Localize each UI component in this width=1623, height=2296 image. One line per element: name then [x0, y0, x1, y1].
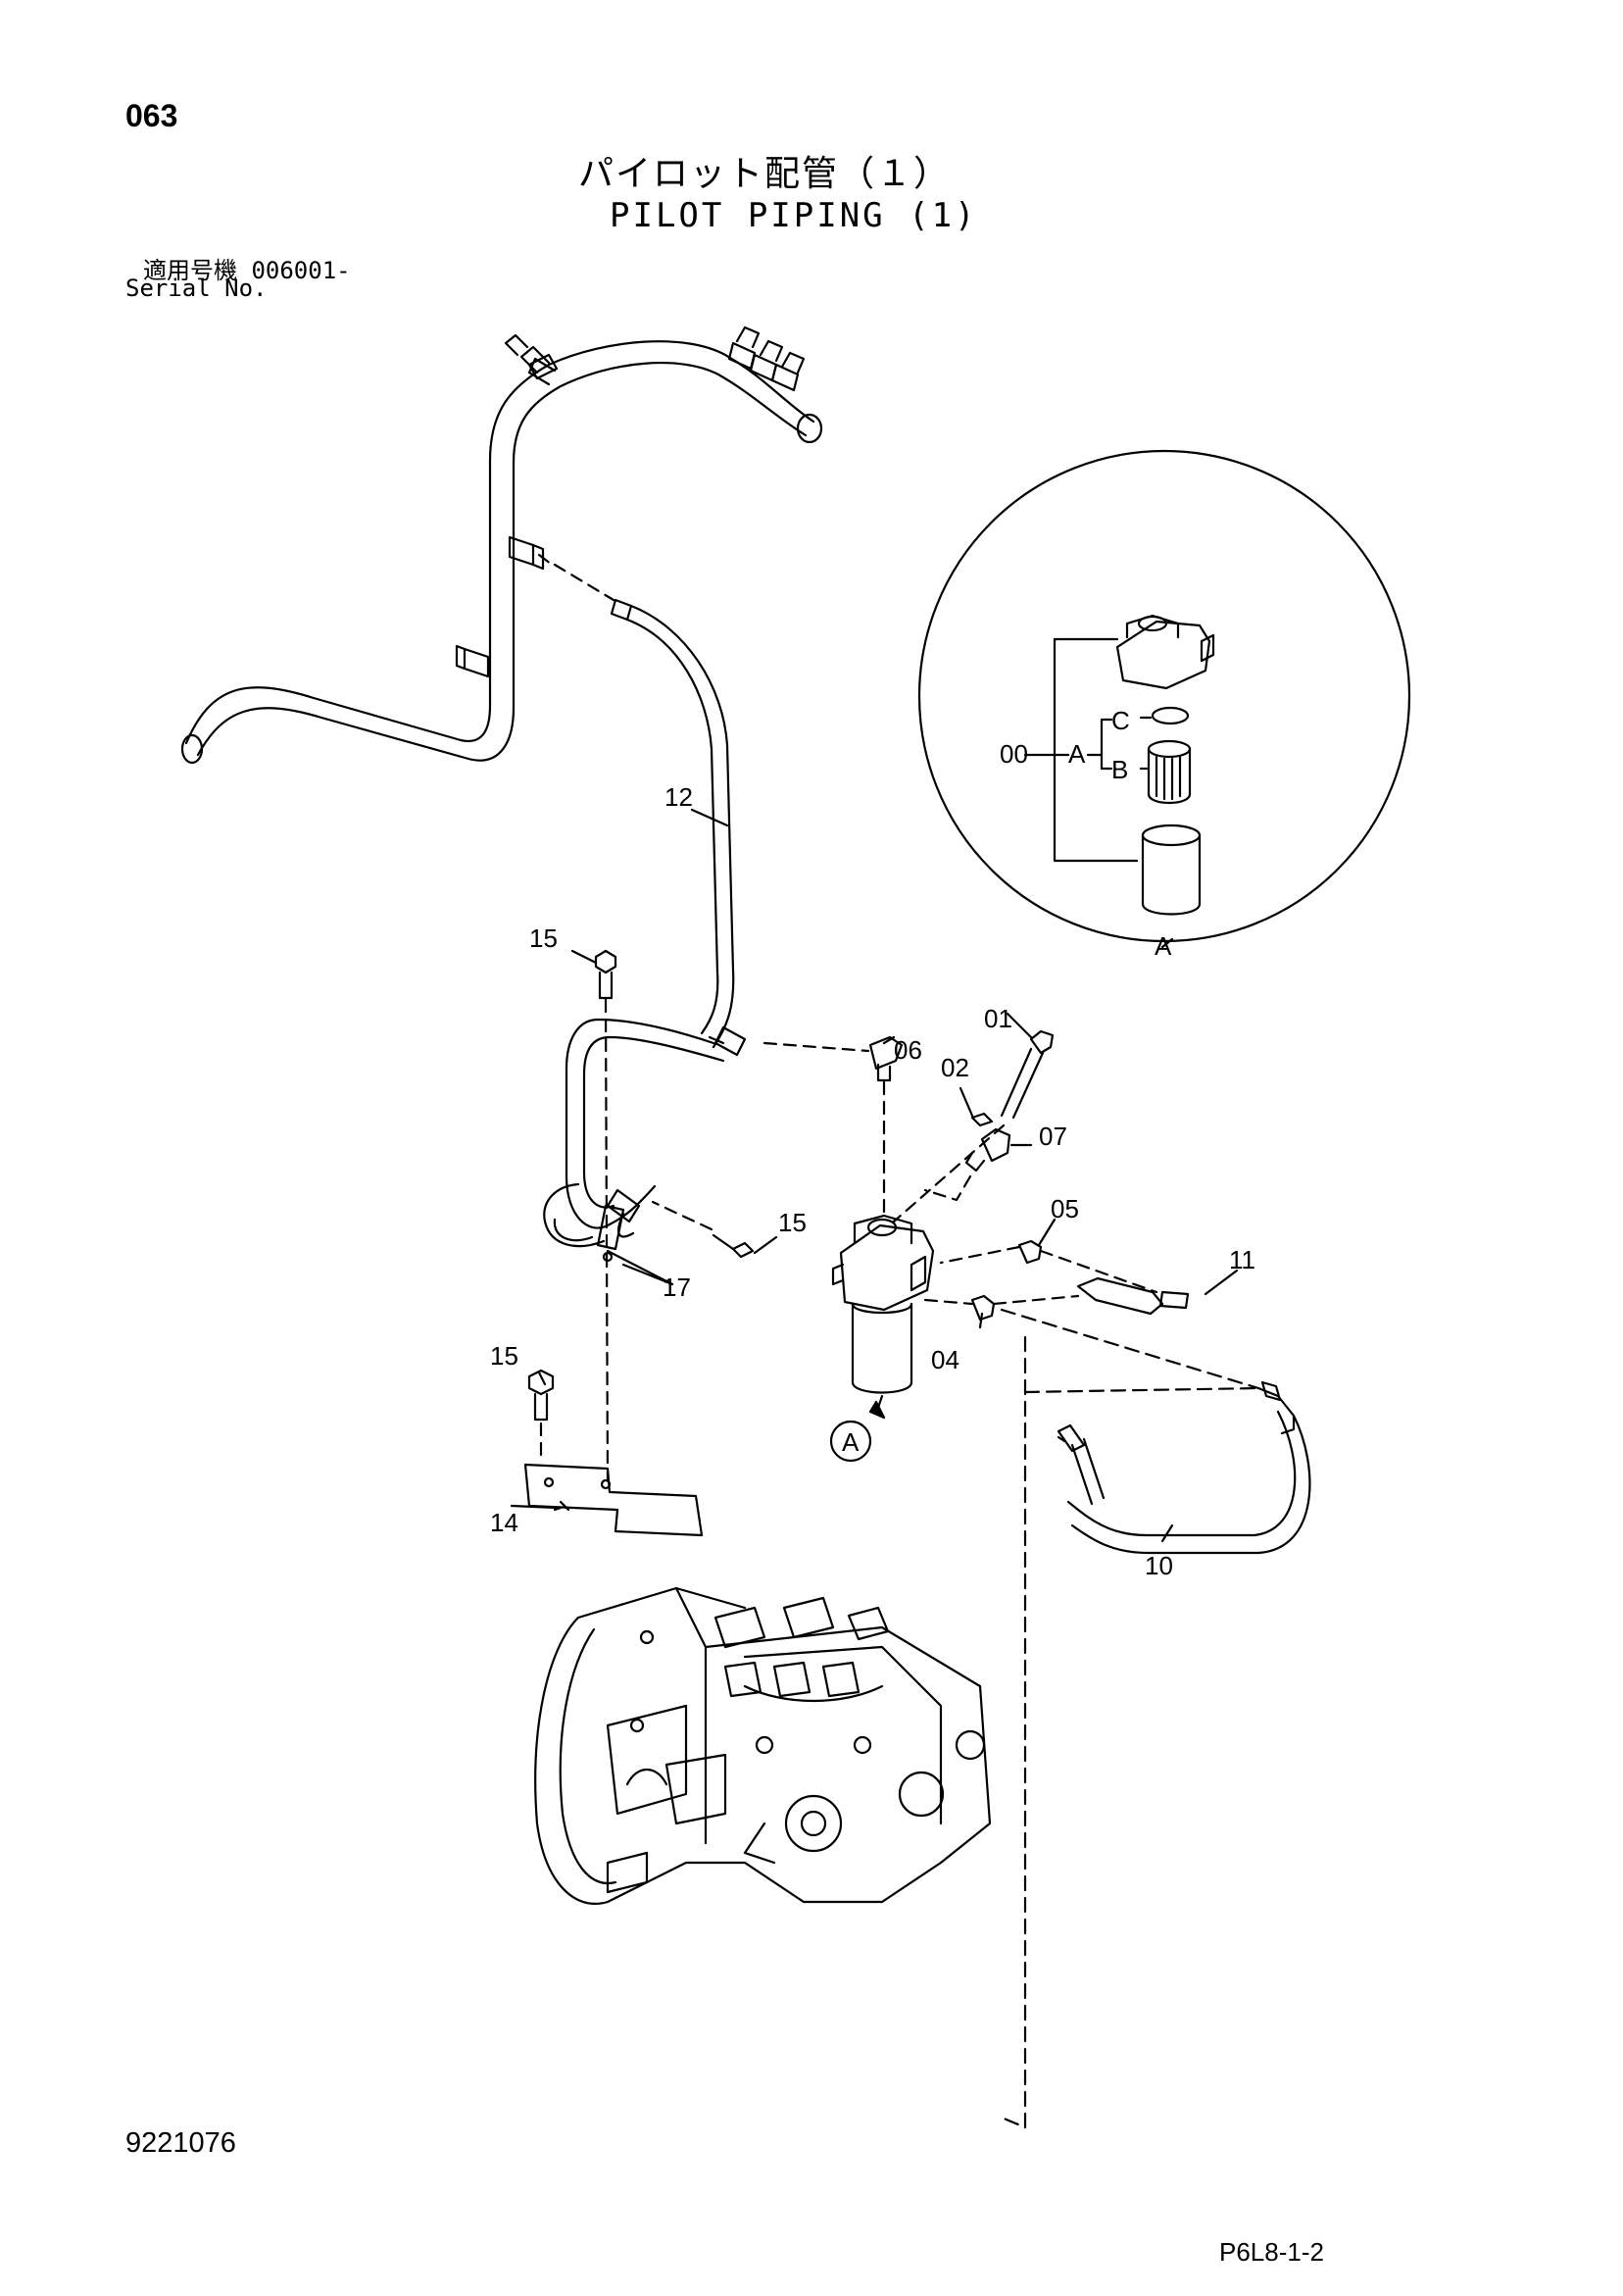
label-detail-a: A [1068, 739, 1086, 769]
serial-label-english: Serial No. [125, 275, 268, 302]
hydraulic-pump [534, 1586, 992, 1905]
part-labels: 12 15 06 01 02 07 15 05 11 17 04 15 14 1… [490, 706, 1255, 1580]
label-05: 05 [1051, 1194, 1079, 1223]
detail-a-circle [917, 449, 1411, 943]
label-07: 07 [1039, 1122, 1067, 1151]
serial-label-japanese: 適用号機 006001- [143, 257, 351, 284]
label-14: 14 [490, 1508, 518, 1537]
label-detail-b: B [1111, 755, 1128, 784]
label-callout-a: A [842, 1427, 860, 1457]
leader-lines [510, 808, 1239, 1543]
bracket-14 [523, 1463, 704, 1537]
hose-10 [1000, 1308, 1311, 1555]
document-id: 9221076 [125, 2127, 236, 2159]
bolt-15-lower [527, 1369, 555, 1463]
pilot-filter-assembly [762, 1029, 1190, 1420]
label-12: 12 [664, 782, 693, 812]
label-02: 02 [941, 1053, 969, 1082]
label-detail-c: C [1111, 706, 1130, 735]
bolt-15-upper [594, 949, 617, 1482]
bolt-15-middle [651, 1200, 755, 1259]
page-code: P6L8-1-2 [1219, 2237, 1324, 2267]
label-11: 11 [1229, 1245, 1255, 1274]
title-english: PILOT PIPING (1) [610, 196, 978, 235]
label-00: 00 [1000, 739, 1028, 769]
label-01: 01 [984, 1004, 1012, 1033]
title-japanese: パイロット配管（１） [578, 154, 952, 194]
hose-12 [537, 553, 747, 1057]
return-hose [543, 1018, 725, 1263]
label-06: 06 [894, 1035, 922, 1065]
page-number: 063 [125, 98, 178, 133]
label-detail-a-caption: A [1155, 931, 1172, 961]
dashed-return-line [1000, 1335, 1027, 2129]
label-15-lower: 15 [490, 1341, 518, 1371]
upper-pilot-pipe [180, 325, 823, 765]
label-17: 17 [663, 1273, 691, 1302]
label-15-middle: 15 [778, 1208, 807, 1237]
label-15-upper: 15 [529, 923, 558, 953]
callout-a-circle [829, 1420, 872, 1463]
label-10: 10 [1145, 1551, 1173, 1580]
label-04: 04 [931, 1345, 959, 1374]
